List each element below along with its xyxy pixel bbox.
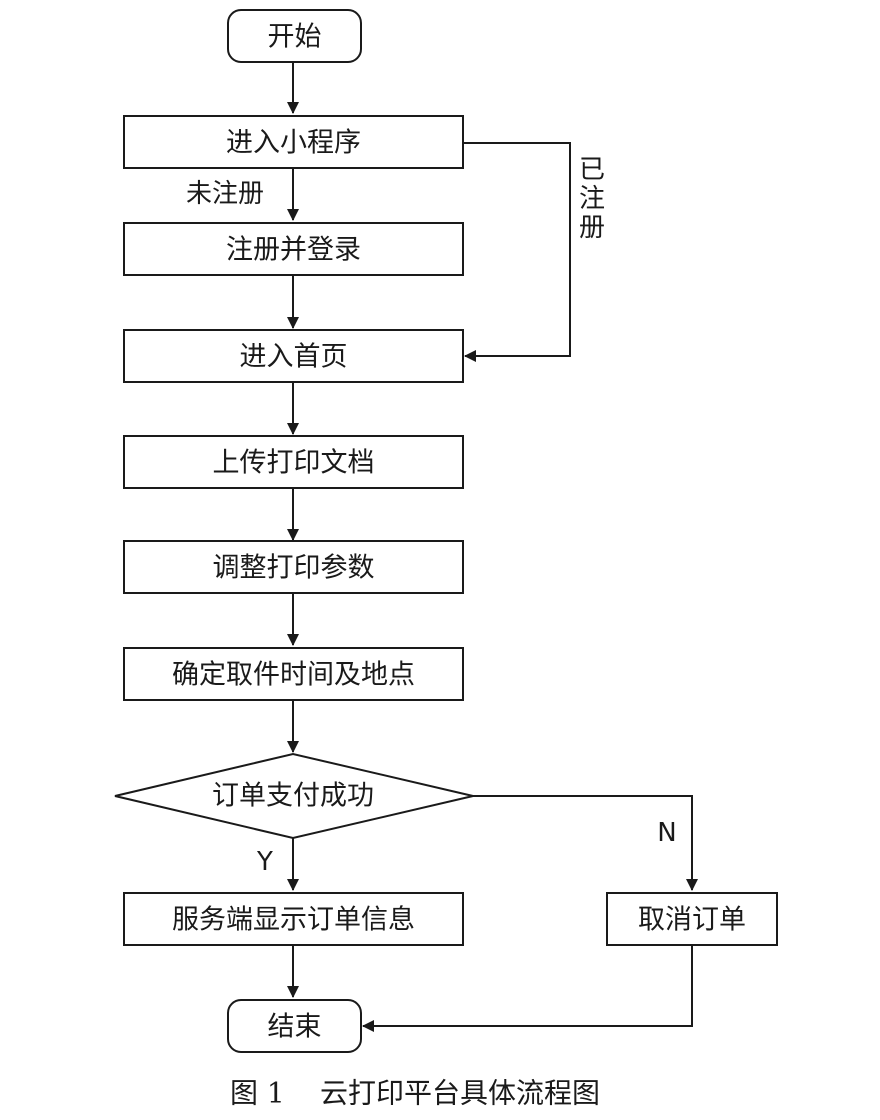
edge-label-char: 册	[579, 213, 605, 243]
node-label: 确定取件时间及地点	[172, 660, 415, 691]
flow-edges	[287, 62, 698, 1032]
terminal-shape	[227, 9, 362, 63]
process-shape	[123, 435, 464, 489]
process-shape	[606, 892, 778, 946]
node-enter-home: 进入首页	[123, 329, 464, 383]
terminal-shape	[227, 999, 362, 1053]
decision-diamond	[114, 752, 474, 840]
process-shape	[123, 647, 464, 701]
process-shape	[123, 329, 464, 383]
edge-label-char: 注	[579, 184, 605, 214]
node-cancel-order: 取消订单	[606, 892, 778, 946]
node-server-show-order: 服务端显示订单信息	[123, 892, 464, 946]
node-end: 结束	[227, 999, 362, 1053]
node-pickup-time-place: 确定取件时间及地点	[123, 647, 464, 701]
node-label: 进入首页	[240, 342, 348, 373]
edge-decision-no	[473, 795, 698, 891]
node-label: 调整打印参数	[213, 553, 375, 584]
process-shape	[123, 222, 464, 276]
edge-registered-bypass	[463, 142, 571, 362]
edge-label-char: 已	[579, 155, 605, 185]
edge-cancel-to-end	[362, 945, 693, 1032]
node-label: 开始	[268, 22, 322, 53]
edge-label-not-registered: 未注册	[186, 179, 264, 209]
node-label: 订单支付成功	[212, 781, 374, 812]
caption-title: 云打印平台具体流程图	[320, 1077, 600, 1110]
node-label: 结束	[268, 1012, 322, 1043]
node-start: 开始	[227, 9, 362, 63]
figure-caption: 图 1 云打印平台具体流程图	[230, 1077, 600, 1110]
node-upload-doc: 上传打印文档	[123, 435, 464, 489]
process-shape	[123, 540, 464, 594]
node-label: 进入小程序	[226, 128, 361, 159]
edge-label-no: N	[657, 818, 676, 848]
edge-label-registered: 已 注 册	[579, 155, 605, 243]
node-enter-miniprogram: 进入小程序	[123, 115, 464, 169]
edge-label-yes: Y	[256, 847, 273, 877]
process-shape	[123, 892, 464, 946]
node-label: 取消订单	[638, 905, 746, 936]
process-shape	[123, 115, 464, 169]
node-label: 服务端显示订单信息	[172, 905, 415, 936]
node-register-login: 注册并登录	[123, 222, 464, 276]
node-label: 上传打印文档	[213, 448, 375, 479]
node-adjust-params: 调整打印参数	[123, 540, 464, 594]
caption-label: 图 1	[230, 1077, 285, 1110]
node-label: 注册并登录	[226, 235, 361, 266]
node-payment-decision: 订单支付成功	[114, 752, 474, 840]
